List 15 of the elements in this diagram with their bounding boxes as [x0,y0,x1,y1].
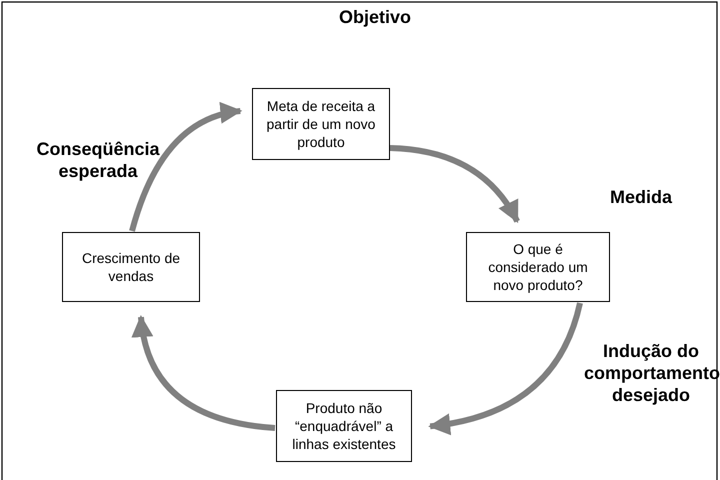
arrow [390,145,520,224]
arrow [428,302,583,435]
process-box [276,390,412,462]
process-box [62,232,200,302]
process-box [466,232,610,302]
stage-heading: Conseqüência esperada [35,138,161,182]
box-text: Meta de receita a partir de um novo produto [266,97,376,151]
stage-heading: Medida [608,186,674,208]
arrow [129,103,242,232]
process-box [252,88,390,160]
box-text: Produto não “enquadrável” a linhas existentes [291,399,397,453]
box-text: Crescimento de vendas [80,249,182,285]
stage-heading: Objetivo [338,6,412,28]
arrow [132,315,276,431]
box-text: O que é considerado um novo produto? [487,240,589,294]
